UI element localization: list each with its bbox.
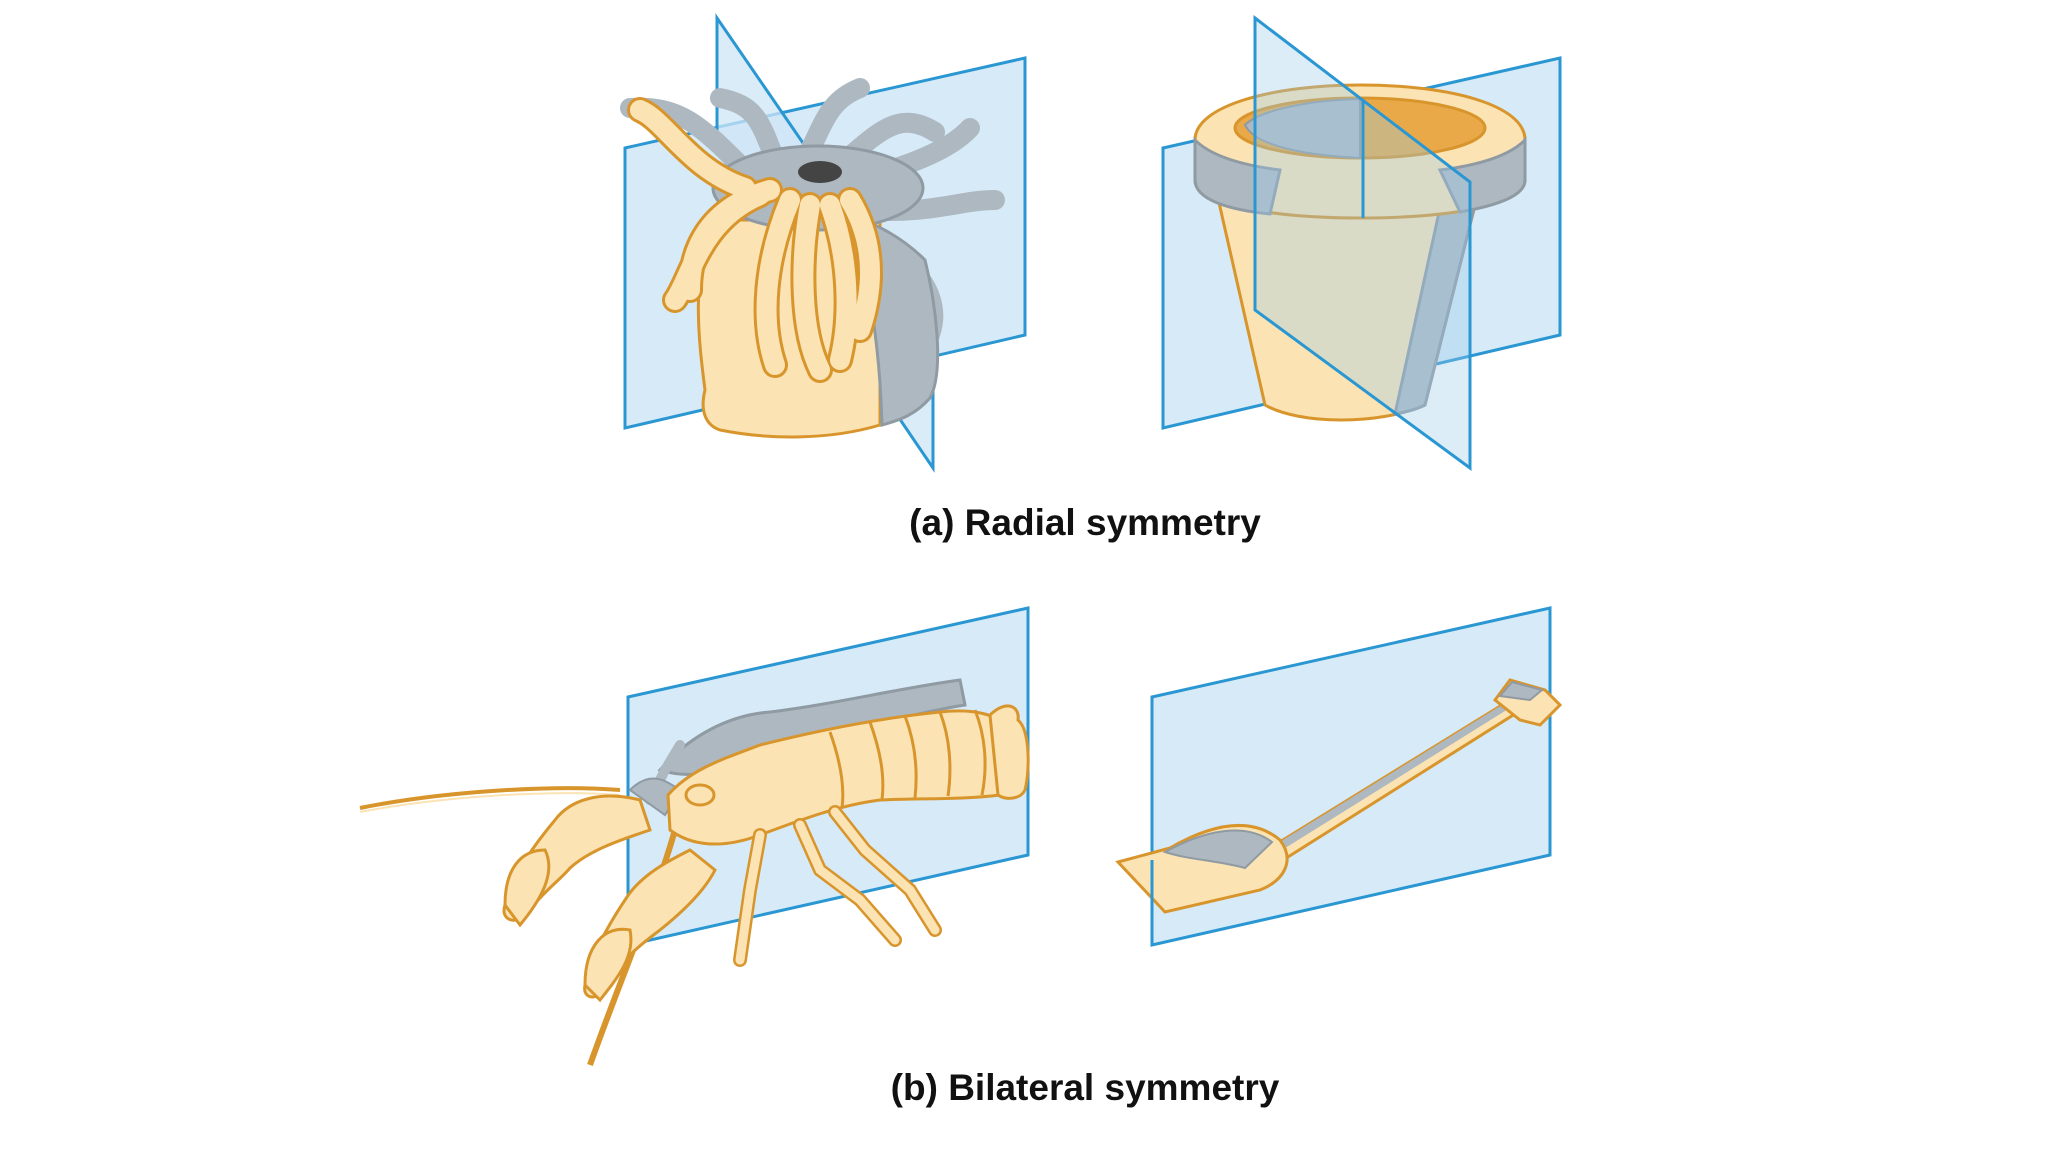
crayfish-claw-lower-pincer — [583, 927, 633, 1003]
crayfish-antenna-left-inner — [359, 792, 621, 813]
pot-plane-sagittal — [1253, 14, 1472, 471]
shovel-shaft-shade — [1270, 700, 1513, 855]
shovel-figure — [1115, 606, 1563, 947]
pot-rim-shade-right — [1437, 136, 1527, 214]
sea-anemone-figure — [620, 13, 1027, 473]
caption-radial-symmetry: (a) Radial symmetry — [909, 502, 1261, 543]
crayfish-claw-upper-pincer — [503, 848, 551, 928]
crayfish-eye — [684, 783, 716, 807]
crayfish-segments — [828, 709, 987, 809]
crayfish-legs — [733, 805, 942, 967]
flower-pot-figure — [1161, 14, 1562, 471]
anemone-near-tentacles — [627, 97, 883, 383]
caption-bilateral-symmetry: (b) Bilateral symmetry — [891, 1067, 1280, 1108]
crayfish-tail — [988, 704, 1030, 800]
anemone-mouth — [798, 161, 842, 183]
crayfish-figure — [359, 606, 1030, 1066]
pot-rim-shade-left — [1193, 136, 1282, 216]
shovel-blade-shade — [1162, 829, 1274, 870]
pot-opening-shade — [1243, 97, 1361, 160]
crayfish-antenna-left — [359, 786, 621, 810]
shovel-grip-shade — [1498, 680, 1545, 702]
